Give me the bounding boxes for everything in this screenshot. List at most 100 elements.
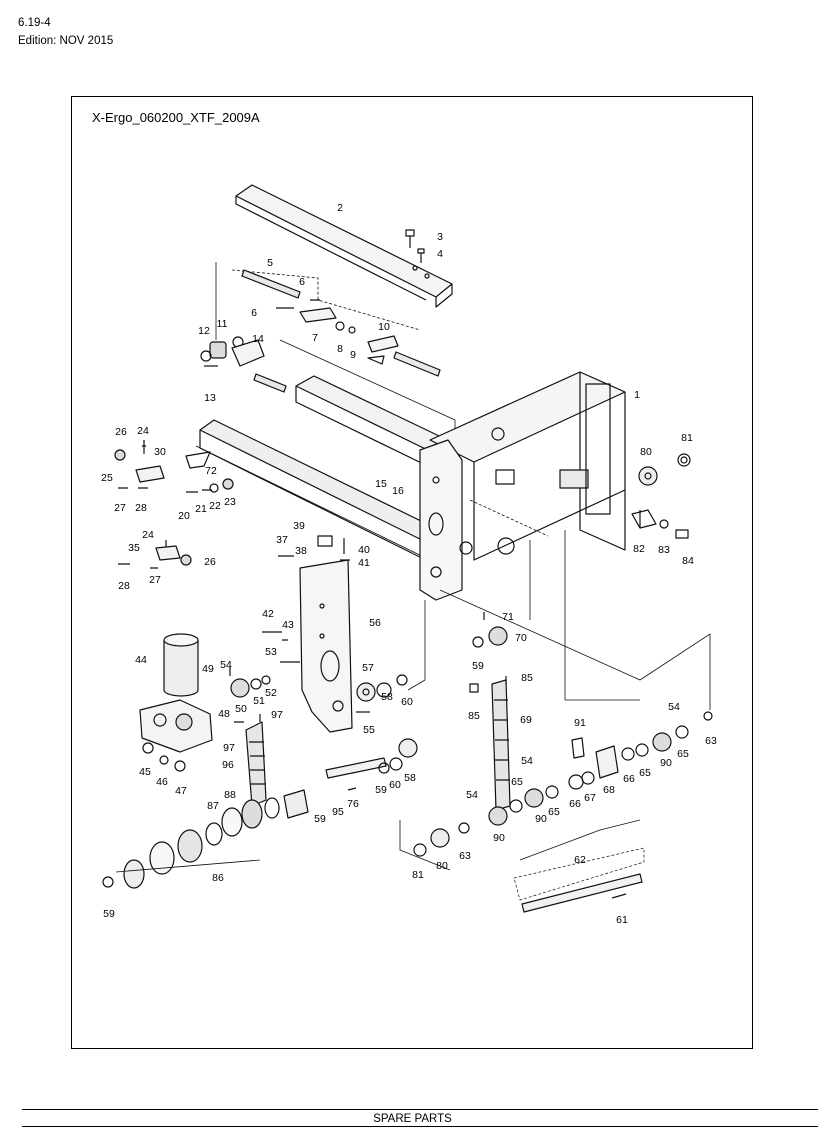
footer-label: SPARE PARTS bbox=[373, 1113, 452, 1125]
callout-59: 59 bbox=[103, 908, 115, 920]
callout-54: 54 bbox=[220, 659, 232, 671]
callout-48: 48 bbox=[218, 708, 230, 720]
callout-13: 13 bbox=[204, 392, 216, 404]
callout-35: 35 bbox=[128, 542, 140, 554]
callout-26: 26 bbox=[115, 426, 127, 438]
main-frame bbox=[419, 371, 711, 710]
callout-80: 80 bbox=[640, 446, 652, 458]
footer-rule-bottom bbox=[22, 1126, 818, 1127]
callout-28: 28 bbox=[135, 502, 147, 514]
callout-81: 81 bbox=[681, 432, 693, 444]
callout-97: 97 bbox=[271, 709, 283, 721]
callout-76: 76 bbox=[347, 798, 359, 810]
callout-54: 54 bbox=[521, 755, 533, 767]
callout-28: 28 bbox=[118, 580, 130, 592]
callout-65: 65 bbox=[548, 806, 560, 818]
callout-27: 27 bbox=[149, 574, 161, 586]
left-upper-brackets bbox=[114, 440, 234, 569]
callout-85: 85 bbox=[521, 672, 533, 684]
callout-90: 90 bbox=[535, 813, 547, 825]
callout-1: 1 bbox=[634, 389, 640, 401]
callout-24: 24 bbox=[142, 529, 154, 541]
callout-20: 20 bbox=[178, 510, 190, 522]
callout-72: 72 bbox=[205, 465, 217, 477]
callout-68: 68 bbox=[603, 784, 615, 796]
callout-3: 3 bbox=[437, 231, 443, 243]
callout-81: 81 bbox=[412, 869, 424, 881]
callout-12: 12 bbox=[198, 325, 210, 337]
callout-63: 63 bbox=[705, 735, 717, 747]
callout-60: 60 bbox=[389, 779, 401, 791]
callout-40: 40 bbox=[358, 544, 370, 556]
callout-66: 66 bbox=[569, 798, 581, 810]
callout-10: 10 bbox=[378, 321, 390, 333]
callout-53: 53 bbox=[265, 646, 277, 658]
callout-83: 83 bbox=[658, 544, 670, 556]
exploded-parts-drawing: 1234566789101112131415162021222324242526… bbox=[101, 184, 717, 926]
page-number: 6.19-4 bbox=[18, 17, 51, 29]
callout-58: 58 bbox=[381, 691, 393, 703]
callout-65: 65 bbox=[639, 767, 651, 779]
callout-6: 6 bbox=[299, 276, 305, 288]
callout-38: 38 bbox=[295, 545, 307, 557]
edition-label: Edition: NOV 2015 bbox=[18, 35, 114, 47]
callout-16: 16 bbox=[392, 485, 404, 497]
footer-rule-top bbox=[22, 1109, 818, 1110]
callout-25: 25 bbox=[101, 472, 113, 484]
callout-95: 95 bbox=[332, 806, 344, 818]
callout-30: 30 bbox=[154, 446, 166, 458]
upper-chains bbox=[241, 269, 441, 393]
shaft-95 bbox=[325, 738, 418, 791]
callout-11: 11 bbox=[217, 318, 228, 330]
callout-26: 26 bbox=[204, 556, 216, 568]
callout-47: 47 bbox=[175, 785, 187, 797]
callout-59: 59 bbox=[314, 813, 326, 825]
callout-45: 45 bbox=[139, 766, 151, 778]
drive-plate bbox=[262, 535, 426, 733]
callout-65: 65 bbox=[677, 748, 689, 760]
callout-41: 41 bbox=[358, 557, 370, 569]
motor-gearbox bbox=[139, 633, 271, 772]
callout-90: 90 bbox=[660, 757, 672, 769]
callout-62: 62 bbox=[574, 854, 586, 866]
roller-assembly bbox=[200, 262, 265, 367]
callout-91: 91 bbox=[574, 717, 586, 729]
callout-61: 61 bbox=[616, 914, 628, 926]
callout-71: 71 bbox=[502, 611, 514, 623]
callout-55: 55 bbox=[363, 724, 375, 736]
callout-87: 87 bbox=[207, 800, 219, 812]
callout-59: 59 bbox=[472, 660, 484, 672]
callout-44: 44 bbox=[135, 654, 147, 666]
callout-39: 39 bbox=[293, 520, 305, 532]
callout-14: 14 bbox=[252, 333, 264, 345]
callout-88: 88 bbox=[224, 789, 236, 801]
callout-60: 60 bbox=[401, 696, 413, 708]
callout-6: 6 bbox=[251, 307, 257, 319]
callout-86: 86 bbox=[212, 872, 224, 884]
callout-63: 63 bbox=[459, 850, 471, 862]
callout-50: 50 bbox=[235, 703, 247, 715]
callout-7: 7 bbox=[312, 332, 318, 344]
top-rail bbox=[235, 184, 453, 308]
callout-49: 49 bbox=[202, 663, 214, 675]
callout-15: 15 bbox=[375, 478, 387, 490]
callout-51: 51 bbox=[253, 695, 265, 707]
callout-57: 57 bbox=[362, 662, 374, 674]
callout-67: 67 bbox=[584, 792, 596, 804]
callout-5: 5 bbox=[267, 257, 273, 269]
callout-22: 22 bbox=[209, 500, 221, 512]
chain-69 bbox=[469, 612, 511, 811]
callout-21: 21 bbox=[195, 503, 207, 515]
lower-right-sprockets bbox=[399, 711, 713, 871]
callout-65: 65 bbox=[511, 776, 523, 788]
callout-46: 46 bbox=[156, 776, 168, 788]
drive-assembly-86 bbox=[102, 789, 309, 889]
chain-96 bbox=[245, 721, 267, 807]
callout-85: 85 bbox=[468, 710, 480, 722]
right-side-parts bbox=[631, 453, 691, 539]
callout-56: 56 bbox=[369, 617, 381, 629]
callout-54: 54 bbox=[466, 789, 478, 801]
callout-66: 66 bbox=[623, 773, 635, 785]
diagram-frame bbox=[71, 96, 753, 1049]
callout-84: 84 bbox=[682, 555, 694, 567]
